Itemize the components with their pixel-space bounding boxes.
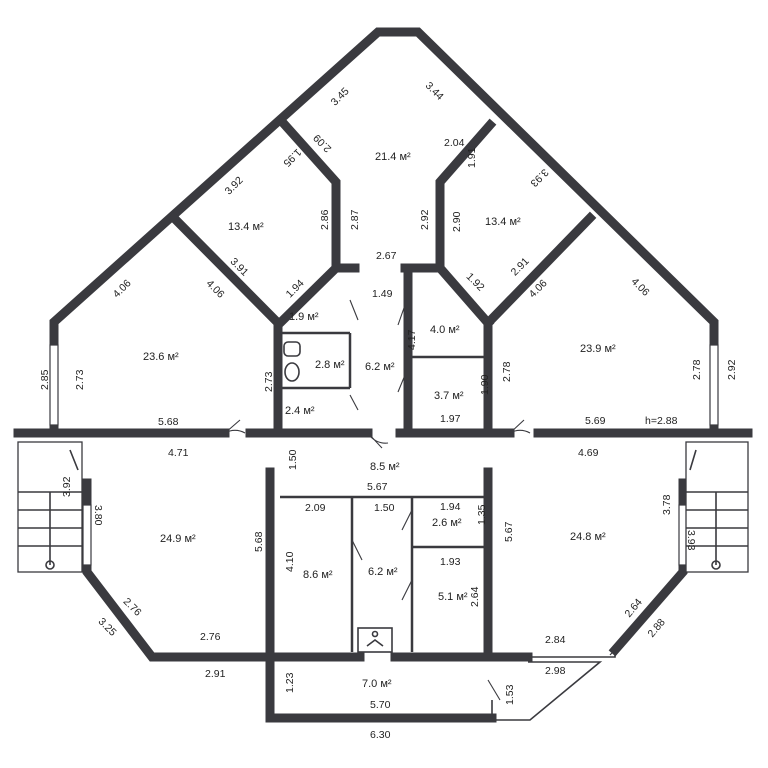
sink-icon bbox=[283, 341, 301, 357]
dim-label: 5.68 bbox=[158, 416, 179, 428]
dim-label: 2.84 bbox=[545, 634, 566, 646]
dim-label: 3.44 bbox=[423, 80, 446, 103]
dim-label: 1.94 bbox=[440, 501, 461, 513]
area-label: 13.4 м² bbox=[485, 216, 521, 228]
thin-partitions bbox=[280, 331, 486, 652]
dim-label: 6.30 bbox=[370, 729, 391, 741]
dim-label: 1.92 bbox=[464, 271, 487, 294]
window-right bbox=[709, 344, 719, 426]
area-label: 2.4 м² bbox=[285, 405, 315, 417]
stairs-left bbox=[17, 441, 83, 573]
dim-label: 5.67 bbox=[503, 521, 515, 542]
dim-label: 1.93 bbox=[440, 556, 461, 568]
dim-label: 2.90 bbox=[451, 211, 463, 232]
dim-label: 2.92 bbox=[419, 209, 431, 230]
dim-label: 4.06 bbox=[629, 276, 652, 299]
dim-label: 3.45 bbox=[329, 85, 352, 108]
dim-label: 3.93 bbox=[685, 530, 697, 551]
dim-label: 4.17 bbox=[406, 329, 418, 350]
dim-label: 1.50 bbox=[374, 502, 395, 514]
area-label: 23.9 м² bbox=[580, 343, 616, 355]
dim-label: 1.50 bbox=[287, 449, 299, 470]
area-label: 13.4 м² bbox=[228, 221, 264, 233]
toilet-icon bbox=[284, 362, 300, 382]
area-label: 8.6 м² bbox=[303, 569, 333, 581]
area-label: 6.2 м² bbox=[365, 361, 395, 373]
area-label: 7.0 м² bbox=[362, 678, 392, 690]
area-label: 21.4 м² bbox=[375, 151, 411, 163]
dim-label: 2.09 bbox=[305, 502, 326, 514]
dim-label: 2.91 bbox=[509, 255, 532, 278]
dim-label: 2.67 bbox=[376, 250, 397, 262]
dim-label: 1.97 bbox=[440, 413, 461, 425]
outer-walls bbox=[13, 27, 753, 723]
balcony bbox=[491, 650, 616, 721]
area-label: 5.1 м² bbox=[438, 591, 468, 603]
area-label: 24.9 м² bbox=[160, 533, 196, 545]
dim-label: 2.78 bbox=[501, 361, 513, 382]
dim-label: 2.86 bbox=[319, 209, 331, 230]
dim-label: 5.68 bbox=[253, 531, 265, 552]
area-label: 24.8 м² bbox=[570, 531, 606, 543]
dim-label: 2.91 bbox=[205, 668, 226, 680]
dim-label: 2.85 bbox=[39, 369, 51, 390]
dim-label: 1.35 bbox=[476, 504, 488, 525]
dim-label: 5.69 bbox=[585, 415, 606, 427]
area-label: 2.6 м² bbox=[432, 517, 462, 529]
window-bay bbox=[609, 606, 656, 656]
dim-label: 3.80 bbox=[92, 505, 104, 526]
dim-label: 1.49 bbox=[372, 288, 393, 300]
dim-label: 2.87 bbox=[349, 209, 361, 230]
dim-label: 1.23 bbox=[284, 672, 296, 693]
dim-label: 2.73 bbox=[263, 371, 275, 392]
dim-label: 3.25 bbox=[96, 616, 119, 639]
area-label: 1.9 м² bbox=[289, 311, 319, 323]
area-label: 8.5 м² bbox=[370, 461, 400, 473]
area-label: 23.6 м² bbox=[143, 351, 179, 363]
dim-label: 1.91 bbox=[466, 147, 478, 168]
dim-label: 4.10 bbox=[284, 551, 296, 572]
dim-label: 2.76 bbox=[200, 631, 221, 643]
dim-label: 4.06 bbox=[111, 277, 134, 300]
dim-label: h=2.88 bbox=[645, 415, 678, 427]
dim-label: 2.78 bbox=[691, 359, 703, 380]
windows bbox=[49, 344, 719, 656]
dim-label: 2.92 bbox=[726, 359, 738, 380]
stairs-right bbox=[685, 441, 749, 573]
fixtures bbox=[283, 341, 393, 653]
doors bbox=[224, 299, 531, 701]
dim-label: 1.53 bbox=[504, 684, 516, 705]
interior-walls bbox=[167, 118, 597, 438]
dim-label: 3.93 bbox=[528, 166, 551, 189]
dim-label: 4.69 bbox=[578, 447, 599, 459]
area-label: 3.7 м² bbox=[434, 390, 464, 402]
dim-label: 2.04 bbox=[444, 137, 465, 149]
window-lower-left bbox=[82, 504, 92, 566]
window-left bbox=[49, 344, 59, 426]
dim-label: 1.90 bbox=[479, 374, 491, 395]
dim-label: 5.70 bbox=[370, 699, 391, 711]
dim-label: 2.98 bbox=[545, 665, 566, 677]
area-labels: 21.4 м² 13.4 м² 13.4 м² 23.6 м² 23.9 м² … bbox=[143, 151, 616, 690]
dim-label: 2.88 bbox=[646, 616, 668, 639]
dim-label: 3.92 bbox=[223, 174, 246, 197]
panel-icon bbox=[357, 627, 393, 653]
dim-label: 4.06 bbox=[204, 278, 227, 301]
dim-label: 1.95 bbox=[281, 146, 304, 169]
dim-label: 3.92 bbox=[61, 476, 73, 497]
area-label: 4.0 м² bbox=[430, 324, 460, 336]
area-label: 2.8 м² bbox=[315, 359, 345, 371]
dim-label: 2.73 bbox=[74, 369, 86, 390]
dim-label: 3.78 bbox=[661, 494, 673, 515]
area-label: 6.2 м² bbox=[368, 566, 398, 578]
dim-label: 2.64 bbox=[469, 586, 481, 607]
dim-label: 4.71 bbox=[168, 447, 189, 459]
dim-label: 5.67 bbox=[367, 481, 388, 493]
